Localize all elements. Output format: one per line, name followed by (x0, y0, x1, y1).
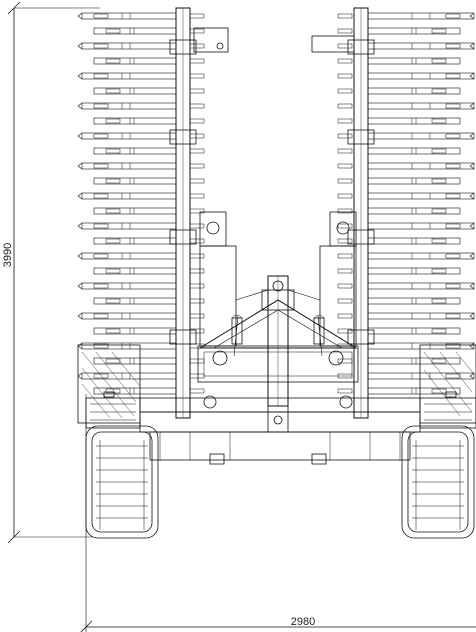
left-tine-row (93, 387, 205, 395)
right-disc-gang (337, 12, 475, 395)
right-tine-row (337, 327, 461, 335)
height-dimension: 3990 (2, 1, 100, 544)
left-wheel (85, 425, 159, 539)
left-tine-row (93, 147, 205, 155)
right-tine-row (337, 267, 461, 275)
left-tine-row (93, 357, 205, 365)
left-tine-row (77, 102, 205, 110)
right-tine-row (337, 57, 461, 65)
right-tine-row (337, 162, 475, 170)
left-tine-row (93, 207, 205, 215)
left-tine-row (77, 252, 205, 260)
left-tine-row (77, 162, 205, 170)
width-dimension-label: 2980 (291, 616, 315, 628)
left-tine-row (77, 372, 205, 380)
hinge-towers (199, 211, 357, 347)
left-tine-row (93, 297, 205, 305)
right-tine-row (337, 222, 475, 230)
left-tine-row (93, 117, 205, 125)
left-tine-row (93, 237, 205, 245)
right-tine-row (337, 177, 461, 185)
right-tine-row (337, 297, 461, 305)
right-tine-row (337, 282, 475, 290)
left-tine-row (93, 57, 205, 65)
left-disc-gang (77, 12, 205, 395)
right-tine-row (337, 27, 461, 35)
width-dimension: 2980 (80, 394, 476, 632)
right-tine-row (337, 147, 461, 155)
left-tine-row (93, 267, 205, 275)
left-tine-row (93, 27, 205, 35)
right-side-panel (419, 344, 476, 424)
right-tine-row (337, 357, 461, 365)
machine-drawing (77, 7, 476, 539)
left-tine-row (77, 42, 205, 50)
height-dimension-label: 3990 (2, 243, 14, 267)
right-tine-row (337, 87, 461, 95)
right-wheel (401, 425, 475, 539)
left-tine-row (77, 222, 205, 230)
right-tine-row (337, 192, 475, 200)
right-tine-row (337, 312, 475, 320)
rear-frame (85, 397, 476, 465)
right-tine-row (337, 372, 475, 380)
right-tine-row (337, 42, 475, 50)
left-tine-row (77, 192, 205, 200)
right-tine-row (337, 102, 475, 110)
left-tine-row (77, 72, 205, 80)
right-tine-row (337, 72, 475, 80)
left-tine-row (77, 12, 205, 20)
left-tine-row (77, 282, 205, 290)
left-tine-row (77, 132, 205, 140)
left-tine-row (93, 327, 205, 335)
right-tine-row (337, 207, 461, 215)
central-hitch (197, 275, 359, 433)
left-side-panel (77, 344, 141, 424)
right-tine-row (337, 237, 461, 245)
right-tine-row (337, 117, 461, 125)
left-tine-row (77, 312, 205, 320)
right-tine-row (337, 387, 461, 395)
left-tine-row (93, 87, 205, 95)
right-tine-row (337, 132, 475, 140)
left-tine-row (93, 177, 205, 185)
right-tine-row (337, 12, 475, 20)
right-tine-row (337, 252, 475, 260)
